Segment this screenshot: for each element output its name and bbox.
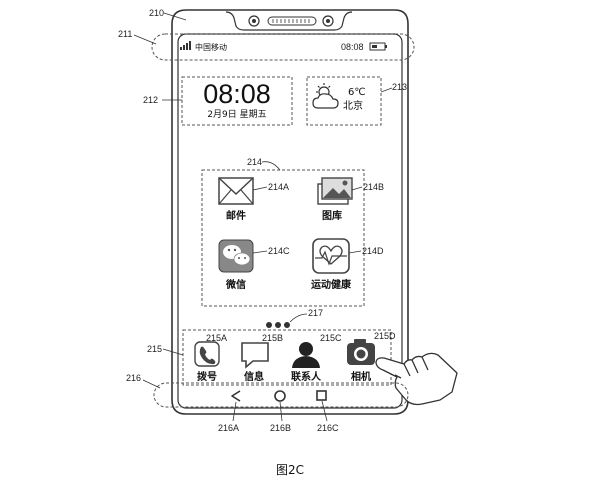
weather-city: 北京 (343, 99, 363, 112)
status-time: 08:08 (341, 42, 364, 52)
front-camera-icon (248, 15, 260, 27)
dock-label-messages: 信息 (244, 370, 264, 383)
page-dot (284, 322, 290, 328)
app-label-wechat: 微信 (225, 278, 246, 291)
phone-body (171, 9, 409, 415)
signal-icon (180, 41, 191, 50)
hand-pointer (375, 352, 458, 406)
speaker-grille (267, 16, 317, 26)
ref-215B: 215B (262, 333, 283, 343)
battery-icon (369, 42, 387, 51)
ref-216B: 216B (270, 423, 291, 433)
message-icon[interactable] (241, 342, 269, 369)
gallery-icon[interactable] (317, 177, 353, 205)
wechat-icon[interactable] (218, 239, 254, 273)
page-dot (275, 322, 281, 328)
dock-label-camera: 相机 (351, 370, 371, 383)
ref-216A: 216A (218, 423, 239, 433)
ref-212: 212 (143, 95, 158, 105)
status-bar-outline (151, 33, 415, 61)
ref-216C: 216C (317, 423, 339, 433)
phone-notch (225, 11, 353, 31)
app-grid-outline (201, 169, 365, 307)
clock-widget-outline (181, 76, 293, 126)
cloud-sun-icon (312, 83, 339, 109)
ref-214D: 214D (362, 246, 384, 256)
page-indicator (266, 322, 290, 328)
ref-214C: 214C (268, 246, 290, 256)
health-icon[interactable] (312, 238, 350, 274)
ref-217: 217 (308, 308, 323, 318)
ref-216: 216 (126, 373, 141, 383)
ref-215: 215 (147, 344, 162, 354)
phone-icon[interactable] (194, 341, 220, 367)
ref-211: 211 (118, 29, 132, 39)
ref-215D: 215D (374, 331, 396, 341)
figure-caption: 图2C (276, 463, 304, 477)
ref-210: 210 (149, 8, 164, 18)
ref-214: 214 (247, 157, 262, 167)
dock-label-phone: 拨号 (197, 370, 217, 383)
app-label-mail: 邮件 (226, 209, 246, 222)
dock-label-contacts: 联系人 (291, 370, 322, 383)
carrier-name: 中国移动 (195, 42, 227, 52)
ref-215A: 215A (206, 333, 227, 343)
sensor-icon (322, 15, 334, 27)
app-label-gallery: 图库 (322, 209, 342, 222)
ref-214A: 214A (268, 182, 289, 192)
weather-temp: 6℃ (348, 87, 366, 98)
app-label-health: 运动健康 (311, 278, 352, 291)
mail-icon[interactable] (218, 177, 254, 205)
clock-time: 08:08 (203, 79, 271, 109)
dock-outline (182, 329, 392, 386)
contacts-icon[interactable] (292, 342, 320, 368)
weather-widget-outline (306, 76, 382, 126)
back-icon[interactable] (231, 390, 241, 402)
ref-213: 213 (392, 82, 407, 92)
ref-214B: 214B (363, 182, 384, 192)
page-dot (266, 322, 272, 328)
clock-date: 2月9日 星期五 (207, 109, 266, 120)
recents-icon[interactable] (316, 390, 327, 401)
camera-icon[interactable] (347, 339, 375, 365)
ref-215C: 215C (320, 333, 342, 343)
home-icon[interactable] (274, 390, 286, 402)
nav-bar-outline (153, 382, 409, 408)
